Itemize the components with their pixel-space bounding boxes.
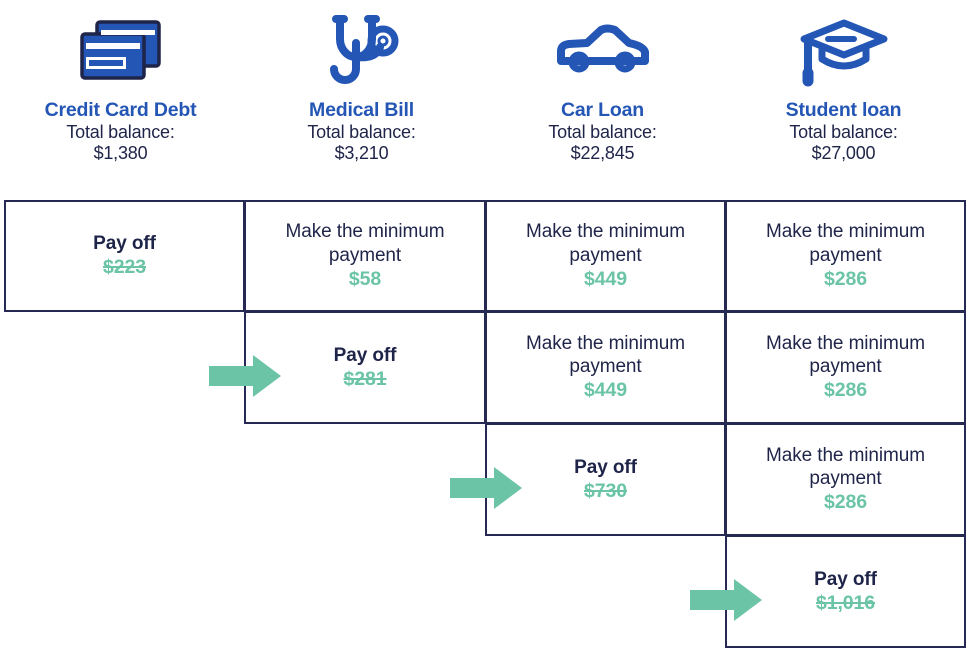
cell-action: Pay off [574,456,637,478]
cell-action: Make the minimum payment [766,444,925,490]
cell-action: Pay off [814,568,877,590]
car-icon [553,6,653,98]
arrow-row-3 [450,467,522,509]
debt-headers: Credit Card Debt Total balance: $1,380 [0,0,970,195]
debt-balance-amount: $27,000 [811,143,876,164]
cell-action: Pay off [93,233,156,255]
table-row-1-cell-2: Make the minimum payment $58 [244,200,486,312]
cell-action: Make the minimum payment [526,332,685,378]
cell-action: Make the minimum payment [285,221,445,266]
cell-value: $223 [103,256,146,279]
debt-header-medical-bill: Medical Bill Total balance: $3,210 [241,0,482,195]
cell-value: $286 [824,491,867,514]
cell-action: Make the minimum payment [766,332,925,378]
debt-name: Medical Bill [309,99,414,121]
arrow-row-2 [209,355,281,397]
cell-action: Pay off [333,344,397,366]
cell-action: Make the minimum payment [766,221,925,266]
debt-header-student-loan: Student loan Total balance: $27,000 [723,0,964,195]
cell-value: $286 [824,379,867,402]
debt-header-car-loan: Car Loan Total balance: $22,845 [482,0,723,195]
payment-plan-grid: Pay off $223 Make the minimum payment $5… [4,200,966,649]
cell-value: $449 [584,379,627,402]
debt-balance-label: Total balance: [789,121,898,142]
graduation-cap-icon [798,6,890,98]
cell-value: $281 [343,367,387,390]
cell-value: $1,016 [815,591,876,614]
debt-balance-amount: $22,845 [570,143,635,164]
debt-name: Car Loan [561,99,644,121]
table-row-1-cell-1: Pay off $223 [4,200,245,312]
debt-balance-label: Total balance: [66,121,175,142]
debt-name: Credit Card Debt [44,99,197,121]
table-row-1-cell-3: Make the minimum payment $449 [485,200,726,312]
cell-action: Make the minimum payment [526,221,685,266]
cell-value: $730 [584,479,627,502]
table-row-1-cell-4: Make the minimum payment $286 [725,200,966,312]
debt-balance-label: Total balance: [548,121,657,142]
arrow-row-4 [690,579,762,621]
cell-value: $449 [584,267,627,290]
cell-value: $286 [824,267,867,290]
debt-balance-label: Total balance: [307,121,416,142]
table-row-2-cell-3: Make the minimum payment $449 [485,311,726,424]
debt-header-credit-card: Credit Card Debt Total balance: $1,380 [0,0,241,195]
debt-balance-amount: $3,210 [334,143,389,164]
table-row-2-cell-2: Pay off $281 [244,311,486,424]
stethoscope-icon [320,6,404,98]
credit-cards-icon [77,6,165,98]
table-row-2-cell-4: Make the minimum payment $286 [725,311,966,424]
debt-balance-amount: $1,380 [93,143,148,164]
table-row-4-cell-4: Pay off $1,016 [725,535,966,648]
table-row-3-cell-4: Make the minimum payment $286 [725,423,966,536]
table-row-3-cell-3: Pay off $730 [485,423,726,536]
debt-name: Student loan [785,99,902,121]
cell-value: $58 [348,267,382,290]
